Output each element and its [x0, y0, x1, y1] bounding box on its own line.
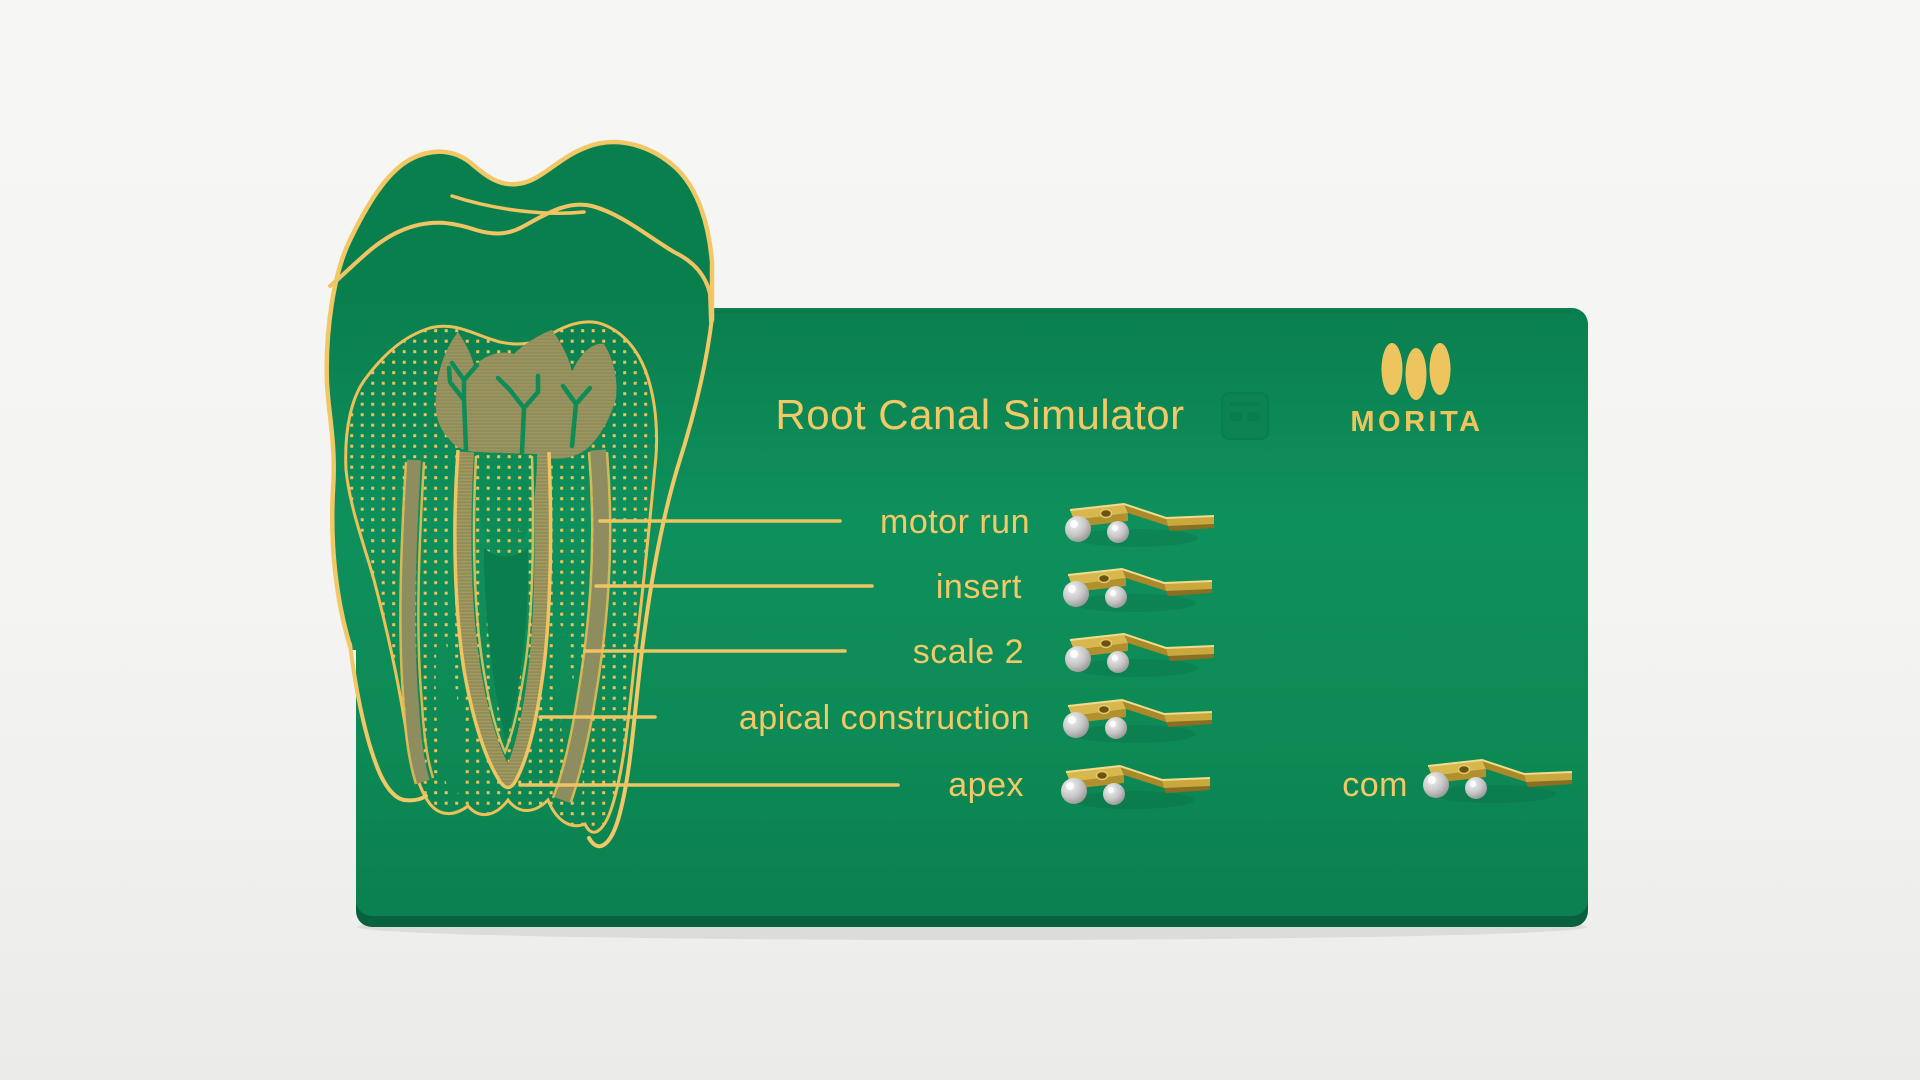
- left-root-canal: [401, 459, 430, 785]
- label-apex: apex: [948, 766, 1024, 804]
- central-canal-inner-outline: [472, 455, 535, 756]
- right-root-canal: [554, 449, 610, 803]
- fissure-line: [450, 194, 586, 215]
- canal-nerve-branches: [480, 498, 530, 550]
- root-gap-left: [435, 638, 462, 798]
- etched-ghost-mark: [1221, 392, 1269, 440]
- morita-logo-icon: [1381, 343, 1451, 400]
- pulp-nerve-branches: [446, 360, 593, 455]
- right-root-outer-outline: [587, 316, 714, 849]
- right-root-canal-wall-b: [569, 451, 612, 803]
- label-motor-run: motor run: [880, 503, 1030, 541]
- board-title: Root Canal Simulator: [775, 391, 1184, 438]
- central-canal-wall-hatch: [455, 451, 551, 786]
- tooth-cross-section-illustration: [324, 139, 715, 849]
- pulp-chamber-hatch: [435, 330, 617, 459]
- tooth-outer-outline: [324, 139, 715, 649]
- canal-interior: [484, 548, 529, 740]
- label-insert: insert: [936, 568, 1022, 606]
- morita-brand-text: MORITA: [1350, 406, 1483, 438]
- left-root-canal-wall-a: [399, 461, 418, 785]
- canal-dome-dots: [474, 452, 537, 560]
- leader-lines: [518, 519, 900, 787]
- label-com: com: [1342, 766, 1408, 804]
- morita-logo: MORITA: [1350, 343, 1483, 438]
- central-canal-outer-outline: [453, 449, 553, 790]
- left-root-outer-outline: [348, 642, 428, 803]
- right-root-canal-wall-a: [551, 451, 594, 799]
- label-scale-2: scale 2: [913, 633, 1024, 671]
- enamel-inner-line: [328, 202, 713, 324]
- label-apical-construction: apical construction: [739, 699, 1030, 737]
- left-root-canal-wall-b: [417, 461, 435, 779]
